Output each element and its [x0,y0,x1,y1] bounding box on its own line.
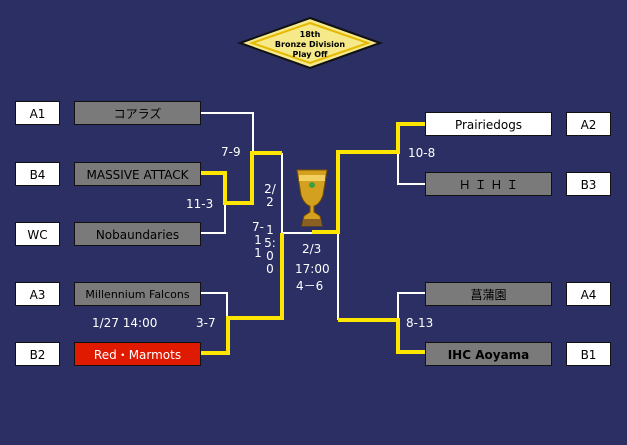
seed-b4: B4 [15,162,60,186]
final-score: 4－6 [296,279,324,293]
seed-a3: A3 [15,282,60,306]
semi-left-time: 15:00 [264,223,276,276]
semi-left-date: 2/2 [264,182,276,209]
score-a4-b1: 8-13 [406,316,434,330]
semi-left-score: 7-11 [252,220,264,260]
seed-b1: B1 [566,342,611,366]
score-a1-b4: 7-9 [221,145,241,159]
trophy-icon [296,169,328,227]
team-ihc-aoyama[interactable]: IHC Aoyama [425,342,552,366]
final-date: 2/3 [302,242,322,256]
seed-a1: A1 [15,101,60,125]
team-prairiedogs[interactable]: Prairiedogs [425,112,552,136]
score-a3-b2: 3-7 [196,316,216,330]
seed-a2: A2 [566,112,611,136]
seed-b3: B3 [566,172,611,196]
seed-b2: B2 [15,342,60,366]
seed-wc: WC [15,222,60,246]
team-hihi[interactable]: Ｈ Ｉ Ｈ Ｉ [425,172,552,196]
final-time: 17:00 [295,262,330,276]
team-koalas[interactable]: コアラズ [74,101,201,125]
seed-a4: A4 [566,282,611,306]
team-shoubuen[interactable]: 菖蒲園 [425,282,552,306]
title-diamond [237,16,383,70]
team-red-marmots[interactable]: Red・Marmots [74,342,201,366]
title-line1: 18th [299,30,321,39]
score-a2-b3: 10-8 [408,146,436,160]
date-a3-b2: 1/27 14:00 [92,316,158,330]
team-millennium-falcons[interactable]: Millennium Falcons [74,282,201,306]
score-b4-wc: 11-3 [186,197,214,211]
team-massive-attack[interactable]: MASSIVE ATTACK [74,162,201,186]
title-line2: Bronze Division [274,40,346,49]
title-badge: 18th Bronze Division Play Off [240,18,380,68]
title-line3: Play Off [292,50,328,59]
team-nobaundaries[interactable]: Nobaundaries [74,222,201,246]
